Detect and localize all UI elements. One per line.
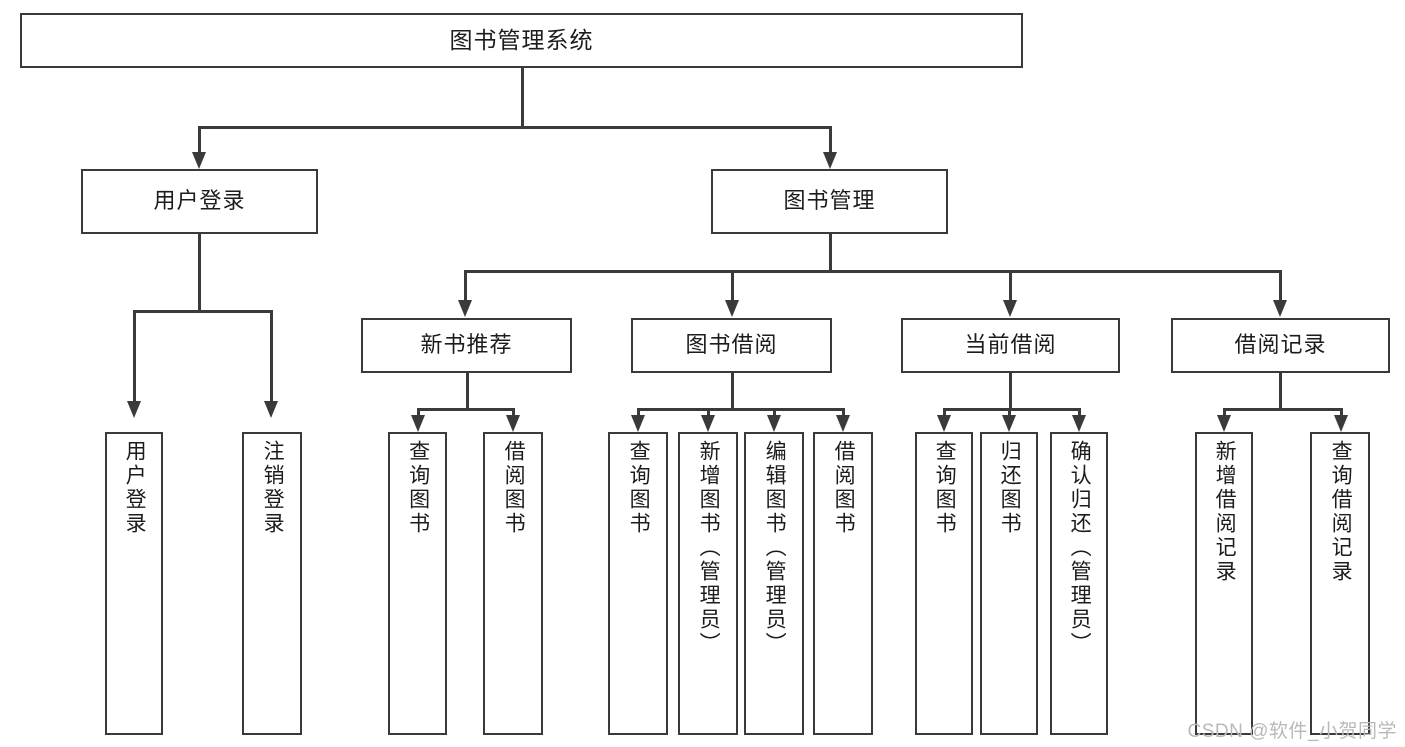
- leaf-logout[interactable]: 注销登录: [242, 432, 302, 735]
- arrowhead-leaf-logout: [264, 401, 278, 418]
- node-label: 查询借阅记录: [1329, 440, 1353, 584]
- leaf-edit-book[interactable]: 编辑图书（管理员）: [744, 432, 804, 735]
- arrowhead-leaf-add-book: [701, 415, 715, 432]
- connector-to-leaf-query-book-1: [417, 408, 420, 417]
- connector-to-leaf-user-login: [133, 310, 136, 403]
- connector-to-book-borrow: [731, 270, 734, 302]
- arrowhead-leaf-query-book-3: [937, 415, 951, 432]
- node-root-book-management-system[interactable]: 图书管理系统: [20, 13, 1023, 68]
- arrowhead-leaf-borrow-book-1: [506, 415, 520, 432]
- node-label: 新书推荐: [420, 332, 513, 358]
- arrowhead-leaf-query-record: [1334, 415, 1348, 432]
- node-label: 注销登录: [261, 440, 285, 536]
- connector-to-leaf-logout: [270, 310, 273, 403]
- connector-book-management-stem: [829, 234, 832, 272]
- arrowhead-leaf-query-book-2: [631, 415, 645, 432]
- arrowhead-user-login: [192, 152, 206, 169]
- node-label: 查询图书: [933, 440, 957, 536]
- leaf-borrow-book-recommend[interactable]: 借阅图书: [483, 432, 543, 735]
- node-label: 借阅图书: [832, 440, 856, 536]
- connector-borrow-record-bus: [1223, 408, 1341, 411]
- connector-to-book-management: [829, 126, 832, 154]
- connector-current-borrow-bus: [943, 408, 1079, 411]
- node-label: 用户登录: [123, 440, 147, 536]
- connector-book-borrow-stem: [731, 373, 734, 410]
- connector-level3-bus: [464, 270, 1280, 273]
- node-label: 编辑图书（管理员）: [763, 440, 787, 656]
- leaf-return-book[interactable]: 归还图书: [980, 432, 1038, 735]
- node-label: 图书管理: [783, 188, 876, 214]
- connector-user-login-bus: [133, 310, 272, 313]
- connector-to-new-book-recommend: [464, 270, 467, 302]
- connector-to-current-borrow: [1009, 270, 1012, 302]
- connector-to-leaf-query-record: [1340, 408, 1343, 417]
- connector-to-leaf-return-book: [1008, 408, 1011, 417]
- leaf-add-borrow-record[interactable]: 新增借阅记录: [1195, 432, 1253, 735]
- connector-book-borrow-bus: [637, 408, 843, 411]
- connector-to-leaf-confirm-return: [1078, 408, 1081, 417]
- connector-level2-bus: [198, 126, 831, 129]
- node-label: 图书借阅: [685, 332, 778, 358]
- node-label: 查询图书: [627, 440, 651, 536]
- leaf-query-book-current[interactable]: 查询图书: [915, 432, 973, 735]
- leaf-borrow-book[interactable]: 借阅图书: [813, 432, 873, 735]
- connector-to-leaf-add-record: [1223, 408, 1226, 417]
- arrowhead-borrow-record: [1273, 300, 1287, 317]
- connector-to-leaf-query-book-3: [943, 408, 946, 417]
- connector-to-leaf-edit-book: [773, 408, 776, 417]
- node-current-borrow[interactable]: 当前借阅: [901, 318, 1120, 373]
- connector-user-login-stem: [198, 234, 201, 312]
- arrowhead-leaf-add-record: [1217, 415, 1231, 432]
- node-book-borrow[interactable]: 图书借阅: [631, 318, 832, 373]
- node-user-login[interactable]: 用户登录: [81, 169, 318, 234]
- connector-to-leaf-add-book: [707, 408, 710, 417]
- leaf-query-book-borrow[interactable]: 查询图书: [608, 432, 668, 735]
- node-borrow-record[interactable]: 借阅记录: [1171, 318, 1390, 373]
- connector-to-leaf-borrow-book-1: [512, 408, 515, 417]
- leaf-confirm-return[interactable]: 确认归还（管理员）: [1050, 432, 1108, 735]
- node-book-management[interactable]: 图书管理: [711, 169, 948, 234]
- leaf-query-book-recommend[interactable]: 查询图书: [388, 432, 447, 735]
- connector-current-borrow-stem: [1009, 373, 1012, 410]
- node-label: 归还图书: [998, 440, 1022, 536]
- arrowhead-leaf-confirm-return: [1072, 415, 1086, 432]
- arrowhead-book-borrow: [725, 300, 739, 317]
- connector-to-user-login: [198, 126, 201, 154]
- arrowhead-new-book-recommend: [458, 300, 472, 317]
- leaf-user-login[interactable]: 用户登录: [105, 432, 163, 735]
- arrowhead-leaf-user-login: [127, 401, 141, 418]
- node-label: 图书管理系统: [449, 26, 594, 53]
- arrowhead-leaf-return-book: [1002, 415, 1016, 432]
- node-label: 用户登录: [153, 188, 246, 214]
- node-label: 确认归还（管理员）: [1068, 440, 1092, 656]
- node-label: 新增借阅记录: [1213, 440, 1237, 584]
- arrowhead-leaf-query-book-1: [411, 415, 425, 432]
- leaf-query-borrow-record[interactable]: 查询借阅记录: [1310, 432, 1370, 735]
- node-label: 当前借阅: [964, 332, 1057, 358]
- arrowhead-leaf-edit-book: [767, 415, 781, 432]
- connector-root-stem: [521, 68, 524, 128]
- node-label: 借阅记录: [1234, 332, 1327, 358]
- connector-to-leaf-query-book-2: [637, 408, 640, 417]
- leaf-add-book[interactable]: 新增图书（管理员）: [678, 432, 738, 735]
- node-new-book-recommend[interactable]: 新书推荐: [361, 318, 572, 373]
- node-label: 新增图书（管理员）: [697, 440, 721, 656]
- arrowhead-book-management: [823, 152, 837, 169]
- connector-to-borrow-record: [1279, 270, 1282, 302]
- connector-borrow-record-stem: [1279, 373, 1282, 410]
- connector-new-book-recommend-stem: [466, 373, 469, 410]
- arrowhead-leaf-borrow-book-2: [836, 415, 850, 432]
- node-label: 查询图书: [406, 440, 430, 536]
- connector-to-leaf-borrow-book-2: [842, 408, 845, 417]
- arrowhead-current-borrow: [1003, 300, 1017, 317]
- node-label: 借阅图书: [502, 440, 526, 536]
- connector-new-book-recommend-bus: [417, 408, 513, 411]
